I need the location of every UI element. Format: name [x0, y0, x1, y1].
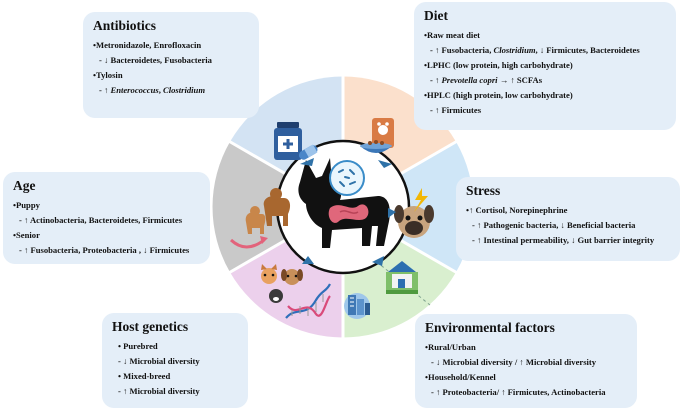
- factor-line: •Household/Kennel: [425, 372, 496, 382]
- age-lines: •Puppy - ↑ Actinobacteria, Bacteroidetes,…: [13, 198, 200, 258]
- factor-line: - ↓ Bacteroidetes, Fusobacteria: [99, 55, 212, 65]
- factor-line: - ↓ Microbial diversity: [118, 356, 200, 366]
- antibiotics-box: Antibiotics •Metronidazole, Enrofloxacin…: [83, 12, 259, 118]
- factor-line: - ↓ Microbial diversity / ↑ Microbial di…: [431, 357, 597, 367]
- stress-lines: •↑ Cortisol, Norepinephrine - ↑ Pathogeni…: [466, 203, 670, 248]
- antibiotics-lines: •Metronidazole, Enrofloxacin - ↓ Bacteroi…: [93, 38, 249, 98]
- diet-title: Diet: [424, 8, 448, 23]
- factor-line: •Tylosin: [93, 70, 123, 80]
- age-title: Age: [13, 178, 36, 193]
- dna-helix-icon: [285, 283, 331, 319]
- stress-box: Stress •↑ Cortisol, Norepinephrine - ↑ Pa…: [456, 177, 680, 261]
- microbiome-bubble-icon: [329, 160, 365, 196]
- environmental-factors-lines: •Rural/Urban - ↓ Microbial diversity / ↑ …: [425, 340, 627, 400]
- stressed-dog-icon: [394, 188, 434, 238]
- host-genetics-title: Host genetics: [112, 319, 189, 334]
- factor-line: •↑ Cortisol, Norepinephrine: [466, 205, 568, 215]
- factor-line: •Senior: [13, 230, 40, 240]
- factor-line: - ↑ Fusobacteria, Proteobacteria , ↓ Fir…: [19, 245, 190, 255]
- rural-house-icon: [386, 261, 418, 294]
- environmental-factors-title: Environmental factors: [425, 320, 555, 335]
- factor-line: •Rural/Urban: [425, 342, 476, 352]
- gut-icon: [328, 204, 369, 223]
- factor-line: •LPHC (low protein, high carbohydrate): [424, 60, 573, 70]
- factor-line: •Metronidazole, Enrofloxacin: [93, 40, 202, 50]
- age-box: Age •Puppy - ↑ Actinobacteria, Bacteroide…: [3, 172, 210, 264]
- factor-line: - ↑ Microbial diversity: [118, 386, 200, 396]
- factor-line: - ↑ Intestinal permeability, ↓ Gut barri…: [472, 235, 655, 245]
- factor-line: - ↑ Enterococcus, Clostridium: [99, 85, 206, 95]
- factor-line: - ↑ Proteobacteria/ ↑ Firmicutes, Actino…: [431, 387, 606, 397]
- dog-aging-icon: [229, 188, 291, 249]
- factor-line: - ↑ Fusobacteria, Clostridium, ↓ Firmicu…: [430, 45, 640, 55]
- antibiotics-title: Antibiotics: [93, 18, 157, 33]
- diet-lines: •Raw meat diet - ↑ Fusobacteria, Clostrid…: [424, 28, 666, 118]
- factor-line: • Purebred: [118, 341, 158, 351]
- factor-line: - ↑ Actinobacteria, Bacteroidetes, Firmi…: [19, 215, 183, 225]
- dog-food-icon: [360, 118, 394, 153]
- host-genetics-box: Host genetics • Purebred - ↓ Microbial di…: [102, 313, 248, 408]
- factor-line: - ↑ Prevotella copri → ↑ SCFAs: [430, 75, 543, 85]
- factor-line: •Raw meat diet: [424, 30, 480, 40]
- city-buildings-icon: [344, 293, 370, 319]
- factor-line: - ↑ Firmicutes: [430, 105, 482, 115]
- factor-line: - ↑ Pathogenic bacteria, ↓ Beneficial ba…: [472, 220, 636, 230]
- connector-arrows: [300, 158, 396, 266]
- factor-line: •HPLC (high protein, low carbohydrate): [424, 90, 573, 100]
- dog-breeds-icon: [261, 264, 303, 303]
- stress-title: Stress: [466, 183, 501, 198]
- medicine-bottle-icon: [274, 122, 318, 160]
- host-genetics-lines: • Purebred - ↓ Microbial diversity • Mixed…: [112, 339, 238, 399]
- factor-line: • Mixed-breed: [118, 371, 171, 381]
- dog-silhouette-icon: [298, 158, 390, 248]
- diet-box: Diet •Raw meat diet - ↑ Fusobacteria, Clo…: [414, 2, 676, 130]
- factor-line: •Puppy: [13, 200, 40, 210]
- environmental-factors-box: Environmental factors •Rural/Urban - ↓ Mi…: [415, 314, 637, 408]
